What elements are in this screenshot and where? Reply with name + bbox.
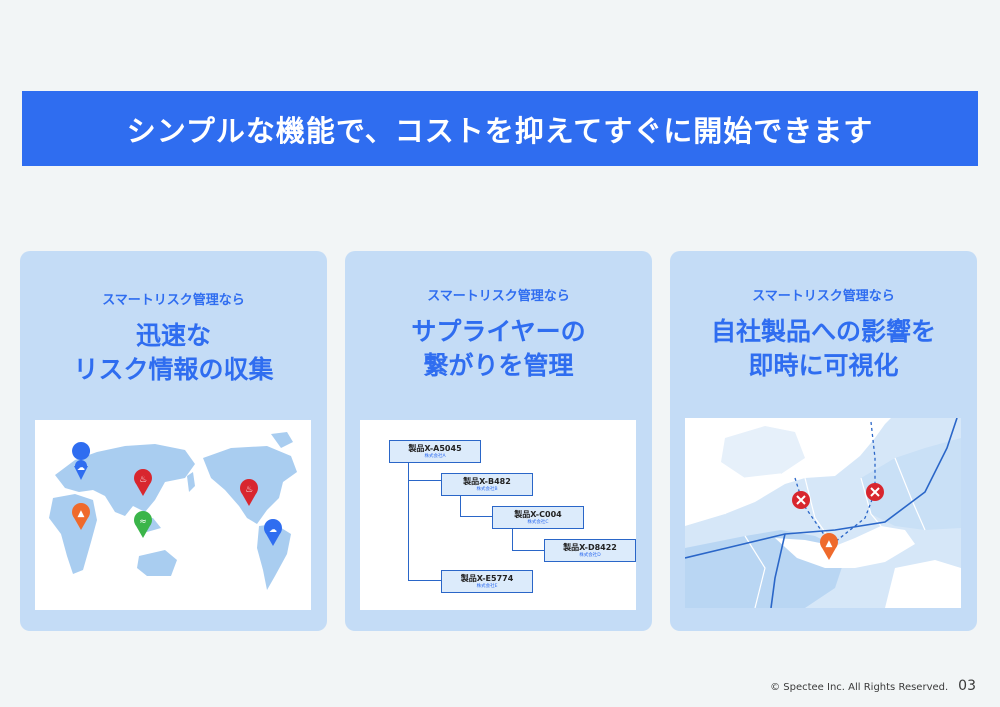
map-pin-alert-orange: ▲	[72, 503, 90, 530]
feature-card-product-impact: スマートリスク管理なら 自社製品への影響を 即時に可視化	[670, 251, 977, 631]
card-title: サプライヤーの 繋がりを管理	[345, 315, 652, 383]
disruption-x-icon	[792, 491, 810, 509]
tree-connector	[512, 550, 544, 551]
footer: © Spectee Inc. All Rights Reserved. 03	[770, 678, 976, 694]
product-node-c[interactable]: 製品X-C004 株式会社C	[492, 506, 584, 529]
tree-connector	[460, 516, 492, 517]
headline-banner: シンプルな機能で、コストを抑えてすぐに開始できます	[22, 91, 978, 166]
card-subtitle: スマートリスク管理なら	[752, 289, 895, 304]
disruption-x-icon	[866, 483, 884, 501]
tree-connector	[408, 480, 442, 481]
feature-card-supplier-network: スマートリスク管理なら サプライヤーの 繋がりを管理 製品X-A5045 株式会…	[345, 251, 652, 631]
card-title: 自社製品への影響を 即時に可視化	[670, 315, 977, 383]
card-title: 迅速な リスク情報の収集	[20, 319, 327, 387]
card-title-line2: リスク情報の収集	[73, 355, 274, 384]
svg-text:☁: ☁	[269, 525, 277, 534]
map-pin-cloud-blue: ☁	[72, 442, 91, 480]
svg-text:≈: ≈	[139, 517, 147, 527]
product-name: 製品X-E5774	[460, 574, 514, 583]
product-node-a[interactable]: 製品X-A5045 株式会社A	[389, 440, 481, 463]
map-pin-fire-red-2: ♨	[240, 479, 258, 506]
map-pin-cloud-blue-2: ☁	[264, 519, 282, 546]
product-company: 株式会社C	[527, 520, 549, 525]
card-subtitle: スマートリスク管理なら	[427, 289, 570, 304]
card-title-line1: サプライヤーの	[411, 317, 586, 346]
card-subtitle: スマートリスク管理なら	[102, 293, 245, 308]
world-map-panel: ☁ ♨ ▲ ≈ ♨	[35, 420, 311, 610]
japan-map-panel: ▲	[685, 418, 961, 608]
regional-map: ▲	[685, 418, 961, 608]
svg-text:♨: ♨	[139, 475, 147, 485]
product-company: 株式会社E	[476, 584, 498, 589]
supplier-tree-panel: 製品X-A5045 株式会社A 製品X-B482 株式会社B 製品X-C004 …	[360, 420, 636, 610]
product-node-e[interactable]: 製品X-E5774 株式会社E	[441, 570, 533, 593]
tree-connector	[408, 462, 409, 580]
feature-card-risk-collection: スマートリスク管理なら 迅速な リスク情報の収集	[20, 251, 327, 631]
world-map: ☁ ♨ ▲ ≈ ♨	[49, 432, 297, 590]
product-company: 株式会社A	[424, 454, 446, 459]
card-title-line2: 繋がりを管理	[423, 351, 574, 380]
product-name: 製品X-D8422	[563, 543, 617, 552]
card-title-line1: 迅速な	[135, 321, 211, 350]
product-name: 製品X-A5045	[408, 444, 462, 453]
product-node-d[interactable]: 製品X-D8422 株式会社D	[544, 539, 636, 562]
product-company: 株式会社D	[579, 553, 601, 558]
product-company: 株式会社B	[476, 487, 498, 492]
card-title-line1: 自社製品への影響を	[710, 317, 936, 346]
svg-text:▲: ▲	[826, 539, 833, 549]
product-name: 製品X-B482	[463, 477, 511, 486]
product-node-b[interactable]: 製品X-B482 株式会社B	[441, 473, 533, 496]
card-title-line2: 即時に可視化	[748, 351, 899, 380]
tree-connector	[512, 528, 513, 550]
svg-text:♨: ♨	[245, 485, 253, 495]
tree-connector	[460, 494, 461, 516]
copyright-text: © Spectee Inc. All Rights Reserved.	[770, 682, 949, 693]
svg-text:▲: ▲	[78, 509, 85, 519]
product-name: 製品X-C004	[514, 510, 562, 519]
headline-text: シンプルな機能で、コストを抑えてすぐに開始できます	[126, 113, 874, 148]
alert-pin-icon: ▲	[820, 533, 838, 560]
map-pin-flood-green: ≈	[134, 511, 152, 538]
tree-connector	[408, 580, 442, 581]
svg-text:☁: ☁	[77, 463, 85, 472]
map-pin-fire-red: ♨	[134, 469, 152, 496]
page-number: 03	[958, 678, 976, 694]
